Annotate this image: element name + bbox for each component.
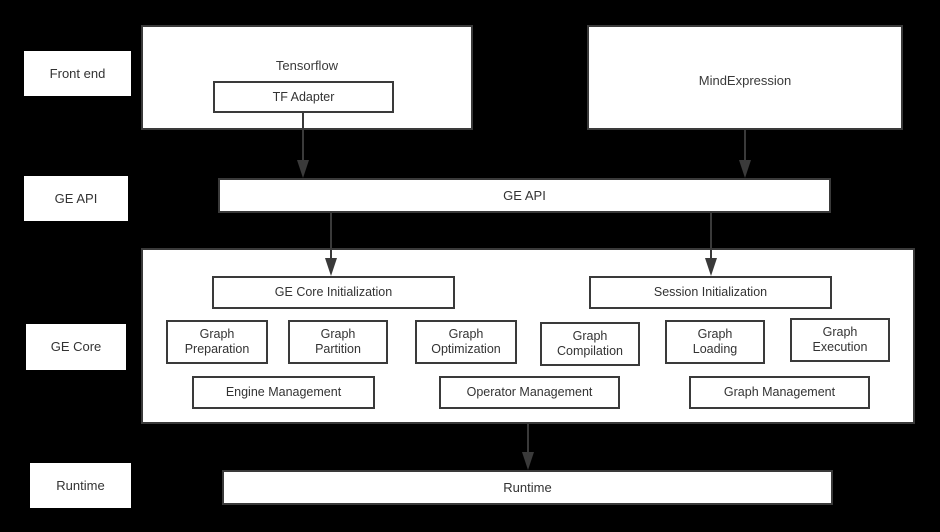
graph-partition-label-line1: Graph: [320, 327, 356, 342]
graph-loading-box: Graph Loading: [665, 320, 765, 364]
ge-core-initialization-box: GE Core Initialization: [212, 276, 455, 309]
tf-adapter-box: TF Adapter: [213, 81, 394, 113]
tensorflow-container: Tensorflow: [141, 25, 473, 130]
layer-label-ge-core-text: GE Core: [50, 339, 102, 355]
layer-label-runtime: Runtime: [30, 463, 131, 508]
tensorflow-title: Tensorflow: [275, 58, 339, 73]
graph-compilation-label-line2: Compilation: [556, 344, 623, 358]
graph-optimization-box: Graph Optimization: [415, 320, 517, 364]
session-initialization-box: Session Initialization: [589, 276, 832, 309]
runtime-bar: Runtime: [222, 470, 833, 505]
operator-management-label: Operator Management: [466, 385, 593, 400]
layer-label-ge-api: GE API: [24, 176, 128, 221]
graph-preparation-label-line1: Graph: [199, 327, 235, 342]
graph-partition-label-line2: Partition: [315, 342, 361, 356]
operator-management-box: Operator Management: [439, 376, 620, 409]
graph-management-label: Graph Management: [723, 385, 836, 400]
session-initialization-label: Session Initialization: [653, 285, 768, 300]
layer-label-runtime-text: Runtime: [56, 477, 105, 493]
tf-adapter-label: TF Adapter: [272, 89, 335, 104]
ge-api-bar: GE API: [218, 178, 831, 213]
arrow-ge-core-to-runtime: [522, 424, 534, 470]
graph-compilation-label-line1: Graph: [572, 329, 608, 344]
graph-management-box: Graph Management: [689, 376, 870, 409]
graph-optimization-label-line1: Graph: [448, 327, 484, 342]
graph-loading-label-line1: Graph: [697, 327, 733, 342]
graph-loading-label-line2: Loading: [692, 342, 738, 356]
layer-label-ge-api-text: GE API: [54, 190, 98, 206]
engine-management-box: Engine Management: [192, 376, 375, 409]
graph-optimization-label-line2: Optimization: [431, 342, 501, 356]
graph-execution-label-line2: Execution: [812, 340, 868, 354]
graph-compilation-box: Graph Compilation: [540, 322, 640, 366]
runtime-bar-label: Runtime: [503, 479, 552, 495]
graph-preparation-label-line2: Preparation: [184, 342, 250, 356]
engine-management-label: Engine Management: [225, 385, 342, 400]
mindexpression-title: MindExpression: [698, 73, 792, 88]
ge-core-initialization-label: GE Core Initialization: [274, 285, 393, 300]
graph-execution-box: Graph Execution: [790, 318, 890, 362]
layer-label-front-end-text: Front end: [49, 65, 106, 81]
ge-api-bar-label: GE API: [503, 187, 546, 203]
graph-preparation-box: Graph Preparation: [166, 320, 268, 364]
mindexpression-container: MindExpression: [587, 25, 903, 130]
layer-label-ge-core: GE Core: [26, 324, 126, 370]
graph-partition-box: Graph Partition: [288, 320, 388, 364]
layer-label-front-end: Front end: [24, 51, 131, 96]
graph-execution-label-line1: Graph: [822, 325, 858, 340]
arrow-mindexpression-to-ge-api: [739, 130, 751, 178]
